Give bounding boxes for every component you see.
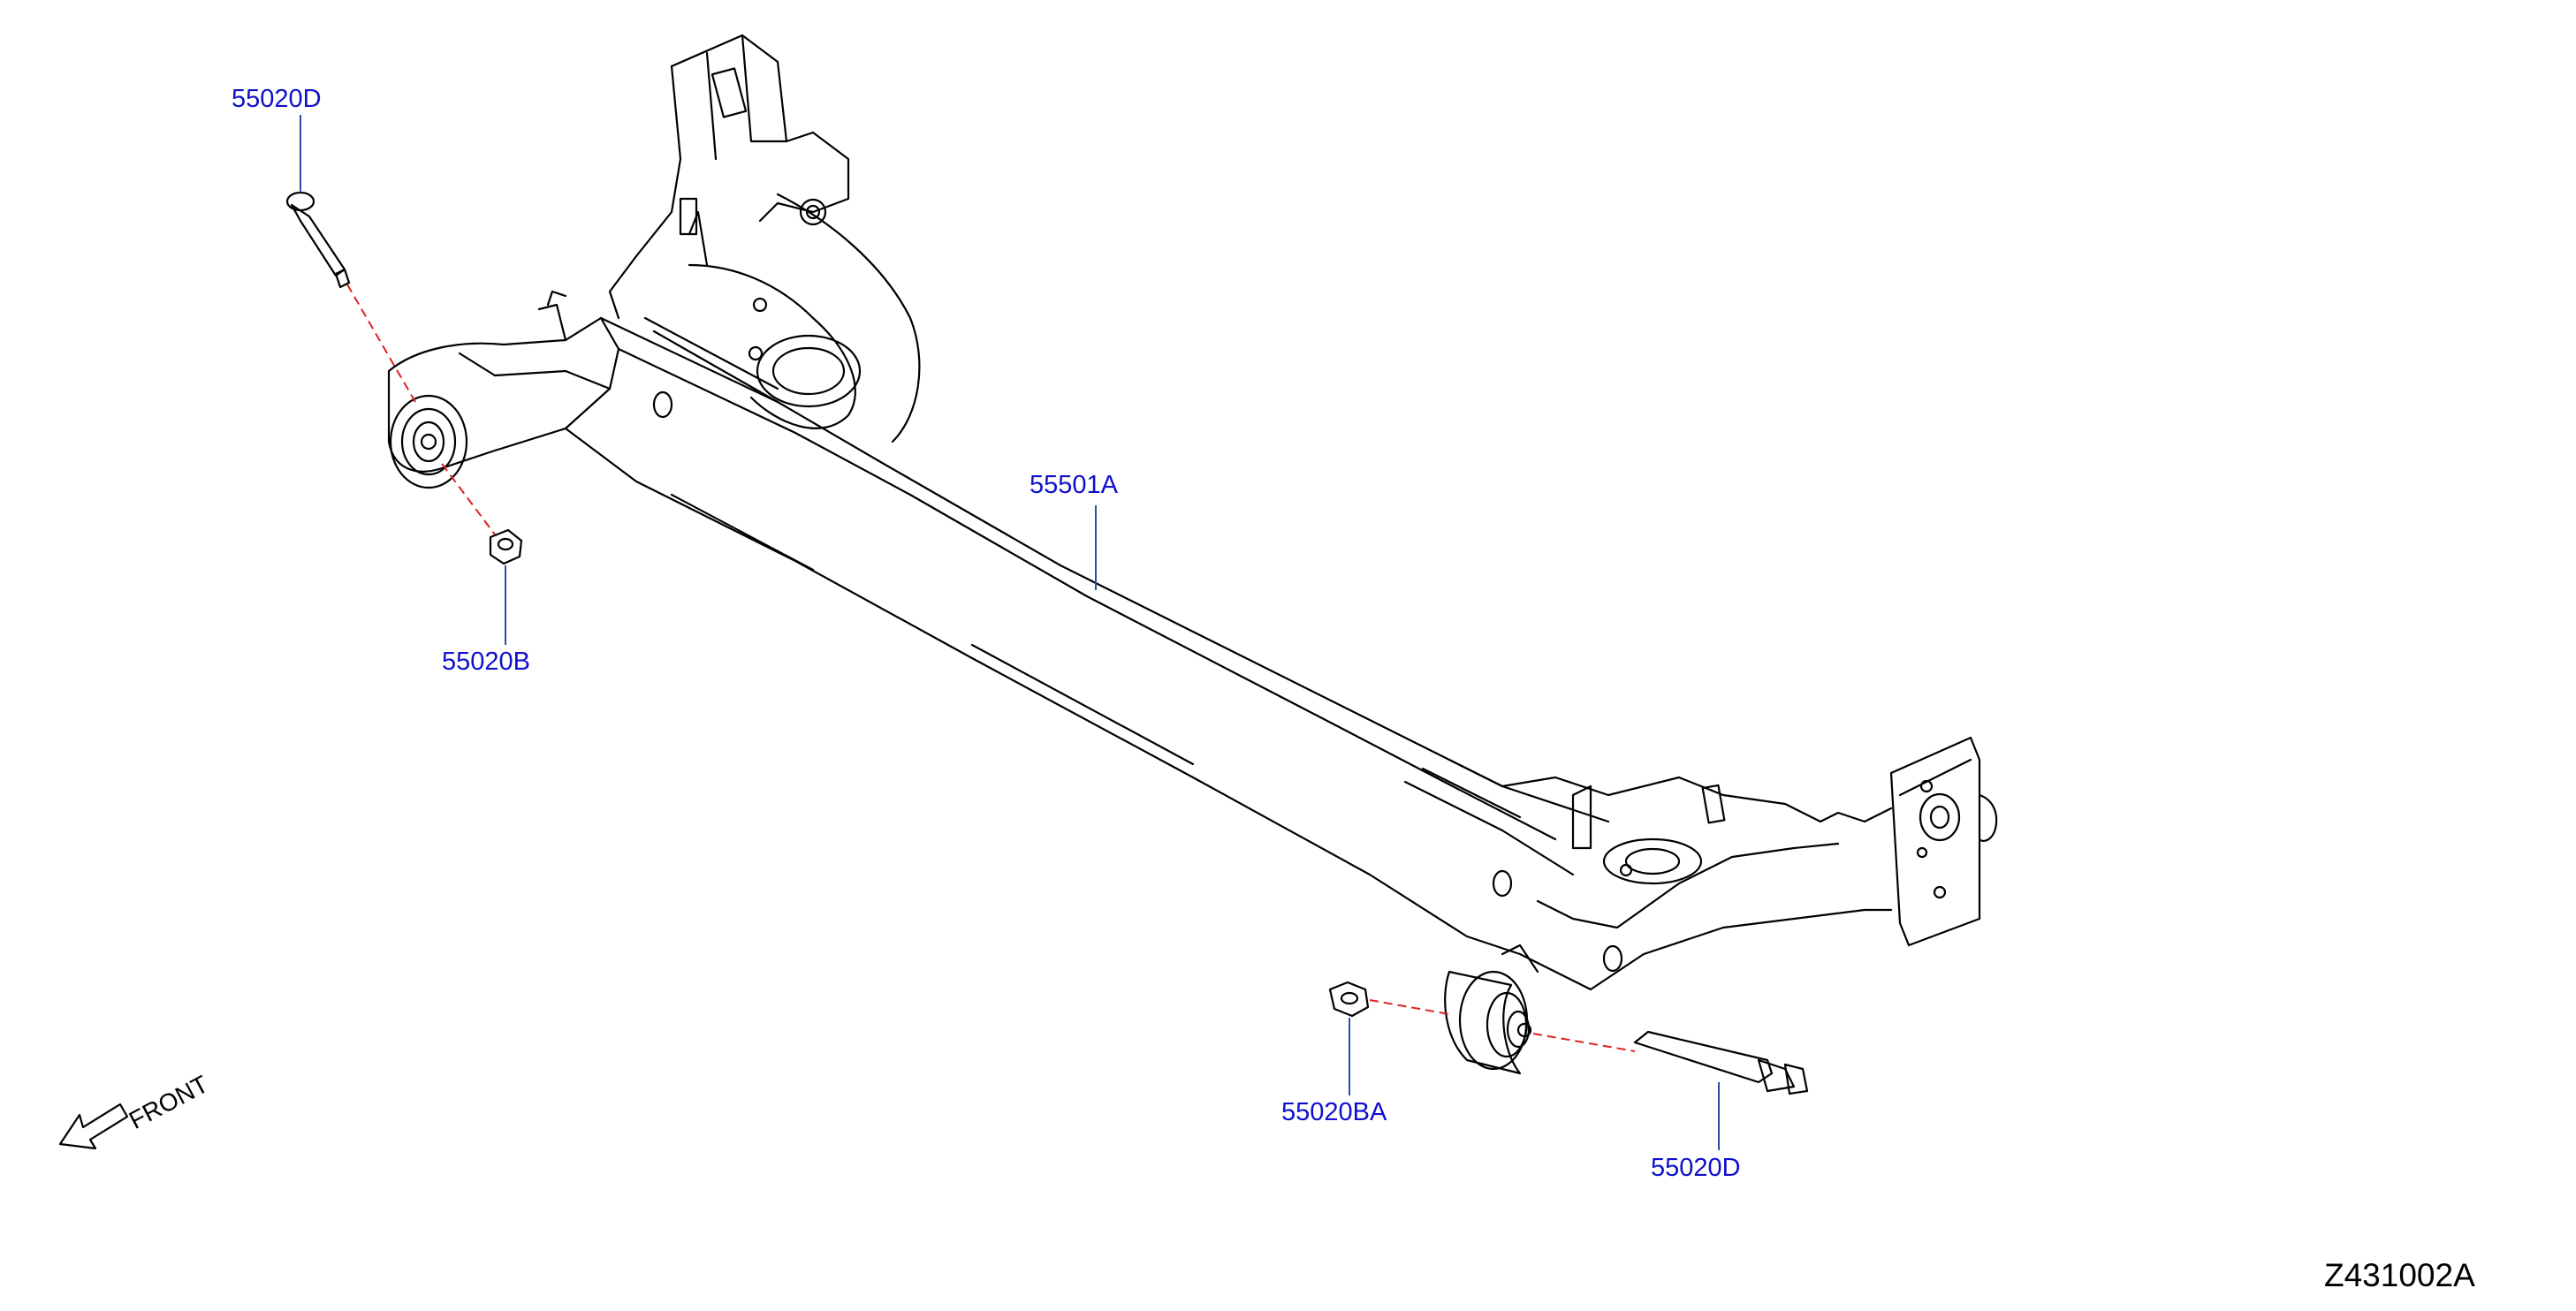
callout-beam: 55501A <box>1030 471 1118 499</box>
torsion-beam <box>564 316 1623 973</box>
leader-lines <box>300 115 1720 1150</box>
front-arrow-icon <box>58 1103 129 1150</box>
right-bushing <box>1444 943 1539 1075</box>
centerlines <box>346 284 1636 1052</box>
callout-nut-right: 55020BA <box>1281 1098 1387 1126</box>
left-nut <box>489 528 523 565</box>
centerline-right-nut <box>1369 999 1450 1015</box>
right-bolt <box>1633 1030 1809 1095</box>
centerline-left-nut <box>441 463 496 535</box>
left-trailing-arm <box>387 290 620 473</box>
right-nut <box>1328 981 1370 1018</box>
callout-bolt-right: 55020D <box>1651 1154 1741 1182</box>
right-bracket-plate <box>1889 736 1998 947</box>
callout-bolt-left: 55020D <box>232 85 322 113</box>
centerline-left-bolt <box>346 284 416 403</box>
drawing-code: Z431002A <box>2324 1257 2475 1293</box>
left-bushing <box>389 394 468 489</box>
callout-nut-left: 55020B <box>442 648 530 676</box>
left-bracket-tower <box>608 34 921 443</box>
centerline-right-bolt <box>1532 1033 1636 1052</box>
right-trailing-arm <box>1403 758 1893 991</box>
left-bolt <box>285 191 351 289</box>
